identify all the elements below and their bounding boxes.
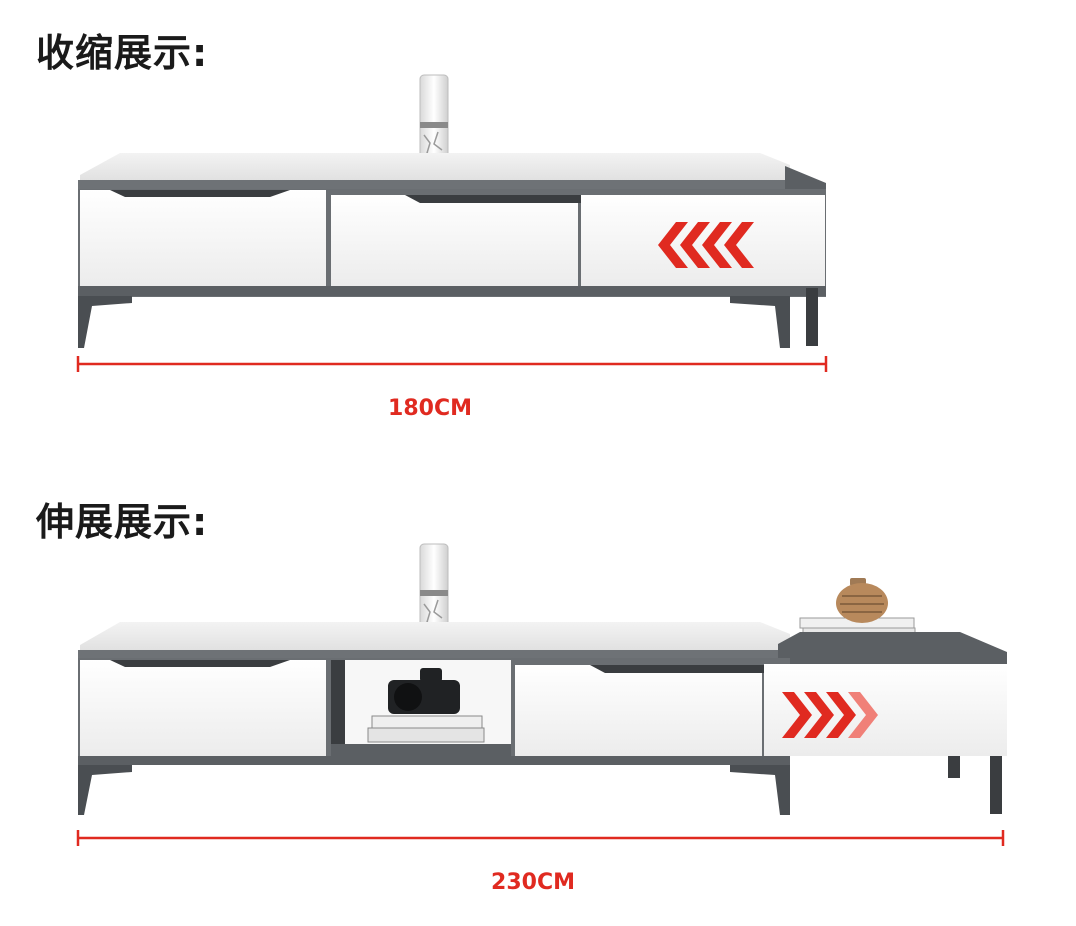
- collapsed-section-title: 收缩展示:: [36, 31, 209, 75]
- cabinet-bottom-rail: [78, 286, 826, 296]
- chevron-right-icon: [782, 692, 878, 738]
- decor-camera: [388, 668, 460, 714]
- decor-vase: [419, 74, 449, 164]
- drawer-middle: [515, 665, 762, 756]
- cabinet-bottom-rail: [78, 756, 790, 765]
- collapsed-cabinet: [76, 74, 828, 372]
- dimension-label-extended: 230CM: [491, 870, 575, 895]
- leg-left: [78, 765, 132, 815]
- decor-vase: [419, 543, 449, 633]
- dimension-label-collapsed: 180CM: [388, 396, 472, 421]
- extended-section-title: 伸展展示:: [36, 500, 209, 544]
- chevron-left-icon: [658, 222, 754, 268]
- drawer-middle: [331, 195, 578, 286]
- drawer-left: [80, 660, 326, 756]
- extension-top-edge: [785, 166, 826, 194]
- drawer-left: [80, 190, 326, 286]
- leg-extension-inner: [948, 756, 960, 778]
- decor-jar: [836, 578, 888, 623]
- leg-extension: [806, 288, 818, 346]
- extension-top: [778, 632, 1007, 664]
- leg-extension-outer: [990, 756, 1002, 814]
- cabinet-top: [80, 622, 790, 658]
- leg-middle: [730, 765, 790, 815]
- decor-books-shelf: [367, 715, 485, 743]
- leg-right: [730, 296, 790, 348]
- extended-cabinet: [76, 543, 1007, 846]
- drawer-right: [581, 195, 825, 286]
- leg-left: [78, 296, 132, 348]
- cabinet-top: [80, 153, 790, 188]
- cabinet-top-edge: [78, 180, 790, 189]
- dimension-line-230: [76, 830, 1005, 846]
- cabinet-top-edge: [78, 650, 790, 658]
- dimension-line-180: [76, 356, 828, 372]
